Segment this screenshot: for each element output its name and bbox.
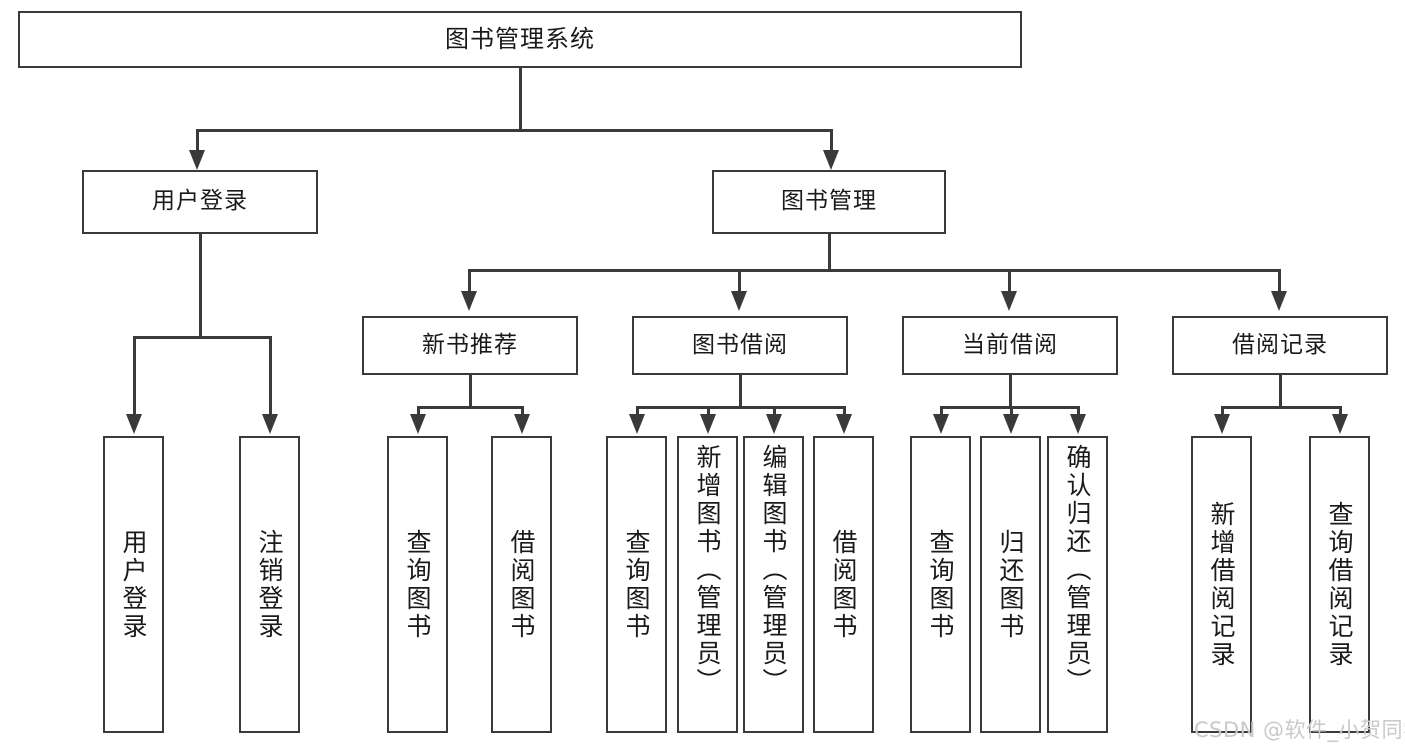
leaf-user-login[interactable]: 用户登录 <box>103 436 164 733</box>
connector-book-borrow-bus <box>636 406 845 409</box>
connector-current-borrow-stem <box>1009 375 1012 408</box>
leaf-nb-borrow-book[interactable]: 借阅图书 <box>491 436 552 733</box>
connector-cb-drop-1 <box>940 406 943 418</box>
node-label: 当前借阅 <box>962 331 1058 358</box>
leaf-br-query-record[interactable]: 查询借阅记录 <box>1309 436 1370 733</box>
connector-bus-drop-2 <box>738 269 741 292</box>
node-book-manage[interactable]: 图书管理 <box>712 170 946 234</box>
connector-root-right-drop <box>830 129 833 152</box>
arrow-to-leaf-bb-1 <box>629 414 645 434</box>
connector-bus-drop-4 <box>1278 269 1281 292</box>
arrow-to-leaf-br-1 <box>1214 414 1230 434</box>
watermark: CSDN @软件_小贺同学 <box>1194 718 1405 742</box>
arrow-to-borrow-record <box>1271 291 1287 311</box>
leaf-br-add-record[interactable]: 新增借阅记录 <box>1191 436 1252 733</box>
connector-borrow-record-bus <box>1221 406 1341 409</box>
connector-bus-drop-3 <box>1008 269 1011 292</box>
node-label: 借阅记录 <box>1232 331 1328 358</box>
arrow-to-leaf-br-2 <box>1332 414 1348 434</box>
leaf-cb-confirm-return[interactable]: 确认归还（管理员） <box>1047 436 1108 733</box>
arrow-to-leaf-bb-2 <box>700 414 716 434</box>
node-label: 新书推荐 <box>422 331 518 358</box>
node-label: 归还图书 <box>996 528 1025 641</box>
connector-book-borrow-stem <box>739 375 742 408</box>
connector-bus-drop-1 <box>468 269 471 292</box>
connector-bb-drop-3 <box>773 406 776 418</box>
node-label: 图书借阅 <box>692 331 788 358</box>
arrow-to-book-borrow <box>731 291 747 311</box>
connector-borrow-record-stem <box>1279 375 1282 408</box>
connector-cb-drop-2 <box>1010 406 1013 418</box>
connector-current-borrow-bus <box>940 406 1079 409</box>
node-label: 新增借阅记录 <box>1207 500 1236 669</box>
leaf-bb-query-book[interactable]: 查询图书 <box>606 436 667 733</box>
arrow-to-leaf-bb-4 <box>836 414 852 434</box>
connector-cb-drop-3 <box>1077 406 1080 418</box>
arrow-to-leaf-nb-1 <box>410 414 426 434</box>
node-label: 查询图书 <box>403 528 432 641</box>
node-new-book-recommend[interactable]: 新书推荐 <box>362 316 578 375</box>
node-label: 图书管理 <box>781 188 877 215</box>
arrow-to-leaf-cb-3 <box>1070 414 1086 434</box>
node-label: 借阅图书 <box>829 528 858 641</box>
connector-book-manage-bus <box>468 269 1280 272</box>
connector-new-book-stem <box>469 375 472 408</box>
arrow-to-leaf-cb-1 <box>933 414 949 434</box>
node-label: 借阅图书 <box>507 528 536 641</box>
leaf-bb-borrow-book[interactable]: 借阅图书 <box>813 436 874 733</box>
arrow-to-new-book <box>461 291 477 311</box>
node-label: 用户登录 <box>152 188 248 215</box>
connector-user-login-drop-2 <box>269 336 272 416</box>
arrow-to-leaf-nb-2 <box>514 414 530 434</box>
connector-new-book-drop-2 <box>521 406 524 418</box>
leaf-logout[interactable]: 注销登录 <box>239 436 300 733</box>
connector-user-login-stem <box>199 234 202 337</box>
node-label: 图书管理系统 <box>445 25 595 54</box>
connector-bb-drop-2 <box>707 406 710 418</box>
connector-user-login-bus <box>133 336 272 339</box>
connector-root-bus <box>196 129 832 132</box>
connector-bb-drop-1 <box>636 406 639 418</box>
arrow-to-leaf-cb-2 <box>1003 414 1019 434</box>
arrow-to-book-manage <box>823 150 839 170</box>
node-label: 新增图书（管理员） <box>693 444 722 696</box>
arrow-to-leaf-bb-3 <box>766 414 782 434</box>
node-label: 确认归还（管理员） <box>1063 444 1092 696</box>
node-current-borrow[interactable]: 当前借阅 <box>902 316 1118 375</box>
arrow-to-current-borrow <box>1001 291 1017 311</box>
node-book-borrow[interactable]: 图书借阅 <box>632 316 848 375</box>
node-borrow-record[interactable]: 借阅记录 <box>1172 316 1388 375</box>
connector-root-stem <box>519 68 522 130</box>
arrow-to-leaf-logout <box>262 414 278 434</box>
connector-bb-drop-4 <box>843 406 846 418</box>
leaf-bb-edit-book[interactable]: 编辑图书（管理员） <box>743 436 804 733</box>
leaf-nb-query-book[interactable]: 查询图书 <box>387 436 448 733</box>
node-user-login[interactable]: 用户登录 <box>82 170 318 234</box>
connector-book-manage-stem <box>828 234 831 270</box>
node-label: 查询图书 <box>926 528 955 641</box>
node-label: 查询图书 <box>622 528 651 641</box>
leaf-cb-query-book[interactable]: 查询图书 <box>910 436 971 733</box>
arrow-to-leaf-user-login <box>126 414 142 434</box>
connector-root-left-drop <box>196 129 199 152</box>
node-label: 注销登录 <box>255 528 284 641</box>
arrow-to-user-login <box>189 150 205 170</box>
connector-br-drop-2 <box>1339 406 1342 418</box>
node-label: 用户登录 <box>119 528 148 641</box>
connector-br-drop-1 <box>1221 406 1224 418</box>
connector-user-login-drop-1 <box>133 336 136 416</box>
node-label: 查询借阅记录 <box>1325 500 1354 669</box>
leaf-cb-return-book[interactable]: 归还图书 <box>980 436 1041 733</box>
connector-new-book-bus <box>417 406 523 409</box>
leaf-bb-add-book[interactable]: 新增图书（管理员） <box>677 436 738 733</box>
node-label: 编辑图书（管理员） <box>759 444 788 696</box>
node-root-system[interactable]: 图书管理系统 <box>18 11 1022 68</box>
connector-new-book-drop-1 <box>417 406 420 418</box>
